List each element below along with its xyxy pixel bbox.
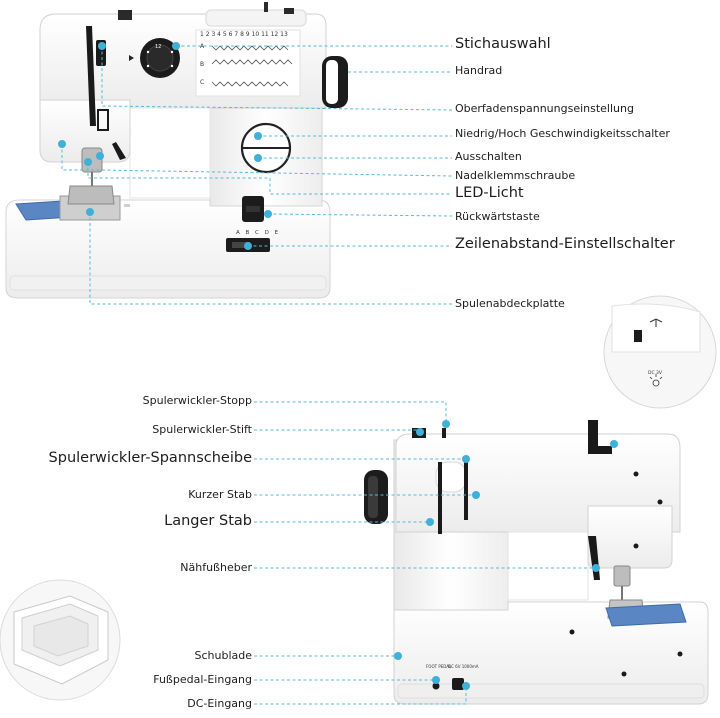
label-spannscheibe: Spulerwickler-Spannscheibe [48,450,252,466]
machine-side: FOOT PEDAL DC 6V 1000mA [364,420,709,705]
stitch-length-letters: A B C D E [236,230,280,236]
stitch-dial[interactable]: 12 [140,38,180,78]
stitch-numbers: 1 2 3 4 5 6 7 8 9 10 11 12 13 [200,31,288,38]
row-letter-b: B [200,61,204,68]
zoom-circle-drawer [0,579,121,701]
side-handwheel[interactable] [364,470,388,524]
foot-pedal-jack[interactable] [432,682,440,690]
callout-dots [58,42,618,690]
label-oberfaden: Oberfadenspannungseinstellung [455,102,634,115]
front-base [5,199,331,299]
label-schublade: Schublade [194,649,252,662]
label-led: LED-Licht [455,185,524,201]
reverse-button[interactable] [242,196,264,222]
label-langerstab: Langer Stab [164,513,252,529]
machine-front: 1 2 3 4 5 6 7 8 9 10 11 12 13 A B C 12 [5,2,348,299]
label-zeilenabstand: Zeilenabstand-Einstellschalter [455,236,675,252]
leader-oberfaden [101,46,453,111]
side-head [587,505,673,569]
label-kurzerstab: Kurzer Stab [188,488,252,501]
label-stichauswahl: Stichauswahl [455,36,551,52]
label-handrad: Handrad [455,64,503,77]
leader-led [87,162,452,195]
led-icon [649,374,663,387]
dial-pointer-icon [129,55,134,61]
side-fabric [605,603,687,627]
dial-number: 12 [155,44,161,50]
leader-dc [254,686,467,705]
bobbin-icon [649,318,663,327]
row-letter-c: C [200,79,204,86]
label-ausschalten: Ausschalten [455,150,522,163]
label-fusspedal: Fußpedal-Eingang [153,673,252,686]
dc-jack-label: DC 6V 1000mA [448,664,479,669]
front-handwheel[interactable] [322,56,348,108]
stitch-panel [195,29,301,97]
foot-pedal-jack-label: FOOT PEDAL [426,664,452,669]
speed-switch[interactable] [240,122,292,174]
label-spulenabdeck: Spulenabdeckplatte [455,297,565,310]
label-nadelklemm: Nadelklemmschraube [455,169,576,182]
side-base [393,601,709,705]
label-geschwindigkeit: Niedrig/Hoch Geschwindigkeitsschalter [455,127,670,140]
label-spulerstopp: Spulerwickler-Stopp [142,394,252,407]
label-rueckwaerts: Rückwärtstaste [455,210,540,223]
dc-jack[interactable] [452,678,464,690]
label-spulerstift: Spulerwickler-Stift [152,423,252,436]
zoom-circle-side: DC 3V [603,295,717,409]
leader-spulerstopp [254,401,447,420]
leader-lines [61,45,596,705]
zoom-dc-label: DC 3V [648,370,663,376]
label-naehfuss: Nähfußheber [180,561,252,574]
label-dc: DC-Eingang [187,697,252,710]
row-letter-a: A [200,43,205,50]
leader-nadelklemm [61,144,453,177]
